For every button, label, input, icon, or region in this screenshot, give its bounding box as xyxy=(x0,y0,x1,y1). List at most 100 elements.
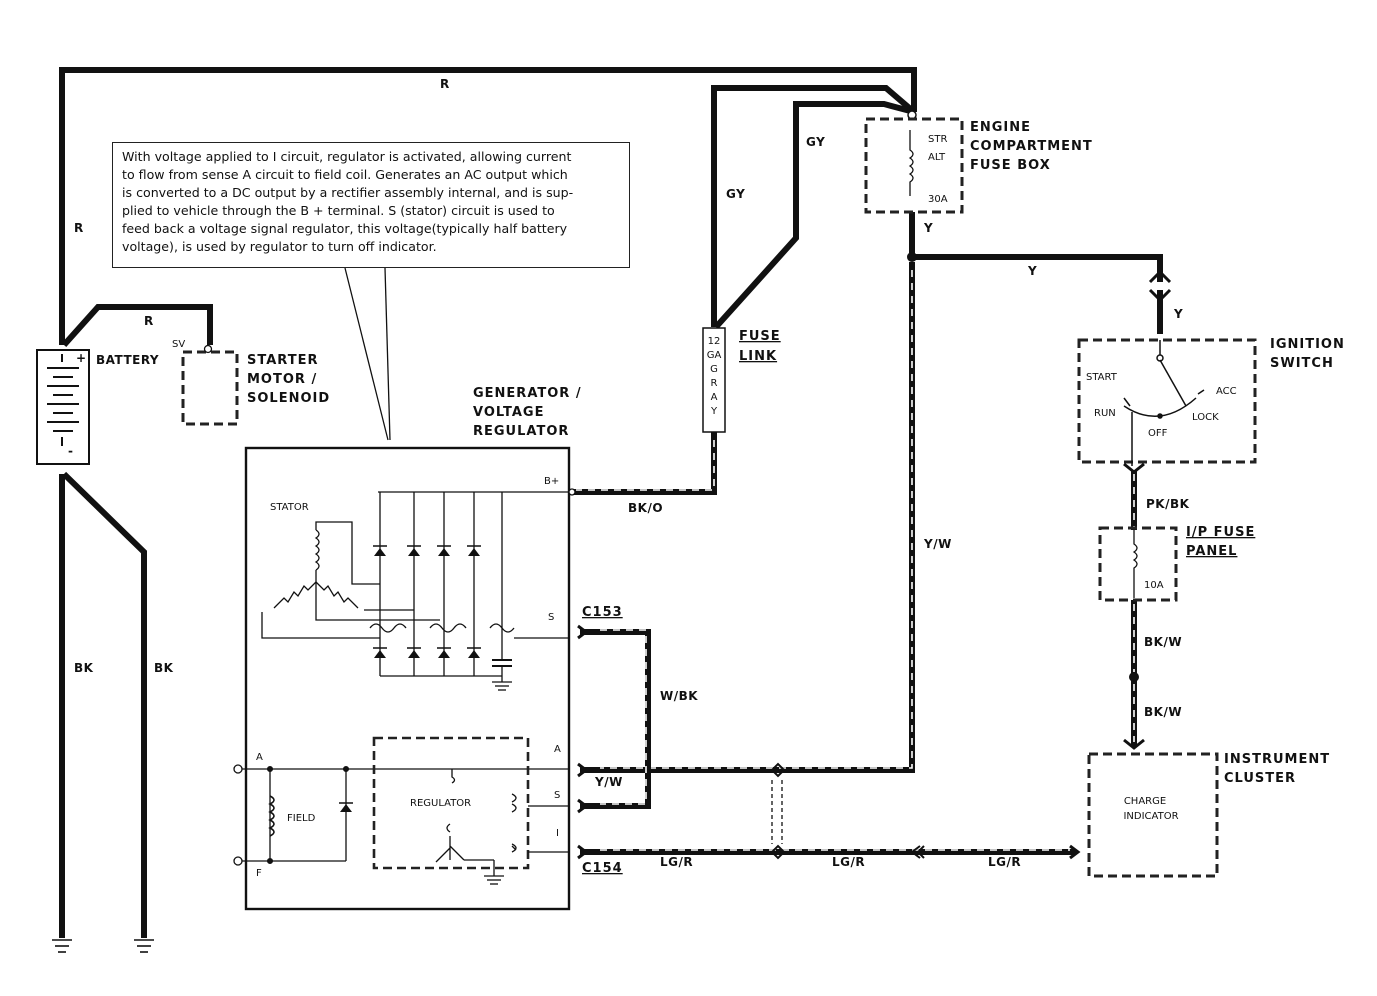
wire-gy-fuse-box-to-fuse-link xyxy=(711,85,916,330)
note-callout-pointer xyxy=(344,267,391,441)
starter-label-line-1: STARTER xyxy=(247,353,318,368)
wire-bk-battery-grounds xyxy=(59,471,147,938)
fuse-str-label: STR xyxy=(928,134,947,145)
wire-label-bk-left: BK xyxy=(74,661,94,675)
stator-winding-icon xyxy=(261,521,570,639)
battery-plus-label: + xyxy=(76,351,87,365)
generator-label-line-1: GENERATOR / xyxy=(473,386,582,401)
fuse-link-body-3: G xyxy=(710,364,718,375)
note-line-5: feed back a voltage signal regulator, th… xyxy=(122,221,568,236)
capacitor-icon xyxy=(492,659,512,691)
wire-label-y-fuse-box: Y xyxy=(923,221,933,235)
fuse-30a-label: 30A xyxy=(928,194,948,205)
wire-label-bkw-lower: BK/W xyxy=(1144,705,1182,719)
ground-icon xyxy=(52,939,72,953)
connector-c154-label: C154 xyxy=(582,861,623,876)
wire-label-lgr-1: LG/R xyxy=(660,855,693,869)
splice-dot-bkw xyxy=(1129,672,1139,682)
note-line-4: plied to vehicle through the B + termina… xyxy=(122,203,555,218)
fuse-link-body-4: R xyxy=(711,378,718,389)
b-plus-terminal-label: B+ xyxy=(544,476,559,487)
note-line-3: is converted to a DC output by a rectifi… xyxy=(122,185,574,200)
wire-label-y-ignition: Y xyxy=(1173,307,1183,321)
wire-label-lgr-2: LG/R xyxy=(832,855,865,869)
generator-voltage-regulator: B+ STATOR xyxy=(233,446,576,911)
field-label: FIELD xyxy=(287,813,316,824)
connector-c153-label: C153 xyxy=(582,605,623,620)
instrument-cluster-label-line-2: CLUSTER xyxy=(1224,771,1296,786)
regulator-transistor-icon xyxy=(435,769,570,885)
ignition-run-label: RUN xyxy=(1094,408,1116,419)
f-terminal-label: F xyxy=(256,868,262,879)
generator-label-line-3: REGULATOR xyxy=(473,424,569,439)
fuse-box-label-line-3: FUSE BOX xyxy=(970,158,1051,173)
wire-bko-fuse-link-to-generator xyxy=(572,432,717,495)
wire-r-battery-to-fuse-box xyxy=(59,67,917,345)
note-line-1: With voltage applied to I circuit, regul… xyxy=(122,149,572,164)
ignition-switch-label-line-2: SWITCH xyxy=(1270,356,1334,371)
starter-label-line-3: SOLENOID xyxy=(247,391,330,406)
wire-label-pkbk: PK/BK xyxy=(1146,497,1190,511)
starter-label-line-2: MOTOR / xyxy=(247,372,317,387)
fuse-box-label-line-1: ENGINE xyxy=(970,120,1031,135)
instrument-cluster-label-line-1: INSTRUMENT xyxy=(1224,752,1330,767)
fuse-link-body-2: GA xyxy=(707,350,722,361)
fuse-link-label-line-2: LINK xyxy=(739,349,777,364)
charge-indicator-line-1: CHARGE xyxy=(1124,796,1166,807)
wire-label-wbk: W/BK xyxy=(660,689,698,703)
field-coil-icon xyxy=(268,795,275,837)
ip-fuse-panel: 10A xyxy=(1098,526,1178,602)
explanation-note: With voltage applied to I circuit, regul… xyxy=(112,142,630,268)
battery: + - xyxy=(36,349,90,465)
note-line-6: voltage), is used by regulator to turn o… xyxy=(122,239,437,254)
fuse-link-body-6: Y xyxy=(710,406,718,417)
wire-label-gy-upper: GY xyxy=(806,135,825,149)
wire-label-y-horizontal: Y xyxy=(1027,264,1037,278)
ip-fuse-panel-label-line-2: PANEL xyxy=(1186,544,1237,559)
wire-label-gy-lower: GY xyxy=(726,187,745,201)
rectifier-diode-icons xyxy=(373,545,481,658)
battery-minus-label: - xyxy=(68,444,73,458)
wire-label-bkw-upper: BK/W xyxy=(1144,635,1182,649)
fuse-link-body-1: 12 xyxy=(708,336,721,347)
ignition-off-label: OFF xyxy=(1148,428,1168,439)
generator-label-line-2: VOLTAGE xyxy=(473,405,545,420)
a-terminal-label-left: A xyxy=(256,752,263,763)
ignition-switch-label-line-1: IGNITION xyxy=(1270,337,1345,352)
a-terminal-label-right: A xyxy=(554,744,561,755)
battery-label: BATTERY xyxy=(96,353,159,367)
ip-fuse-panel-label-line-1: I/P FUSE xyxy=(1186,525,1255,540)
wire-label-lgr-3: LG/R xyxy=(988,855,1021,869)
i-terminal-label: I xyxy=(556,828,559,839)
stator-label: STATOR xyxy=(270,502,309,513)
ground-icon xyxy=(134,939,154,953)
fuse-link-body-5: A xyxy=(711,392,718,403)
ignition-start-label: START xyxy=(1086,372,1118,383)
wire-lgr-charge-indicator xyxy=(580,849,1076,855)
fuse-link: 12 GA G R A Y xyxy=(702,327,726,433)
instrument-cluster: CHARGE INDICATOR xyxy=(1087,752,1219,878)
charge-indicator-line-2: INDICATOR xyxy=(1123,811,1178,822)
s-terminal-label-lower: S xyxy=(554,790,560,801)
s-terminal-label-upper: S xyxy=(548,612,554,623)
wire-r-battery-to-starter xyxy=(61,304,213,348)
starter-motor-solenoid: SV xyxy=(172,339,239,426)
inline-connector-ticks xyxy=(577,110,1172,860)
wire-label-yw-vertical: Y/W xyxy=(923,537,952,551)
wire-label-r-top: R xyxy=(440,77,450,91)
fuse-alt-label: ALT xyxy=(928,152,946,163)
ignition-acc-label: ACC xyxy=(1216,386,1237,397)
ignition-switch: START RUN OFF LOCK ACC xyxy=(1077,338,1257,466)
fuse-box-label-line-2: COMPARTMENT xyxy=(970,139,1093,154)
starter-sv-label: SV xyxy=(172,339,185,350)
wire-label-bko: BK/O xyxy=(628,501,663,515)
wire-label-bk-right: BK xyxy=(154,661,174,675)
fuse-10a-label: 10A xyxy=(1144,580,1164,591)
splice-dot-y xyxy=(907,252,917,262)
regulator-label: REGULATOR xyxy=(410,798,471,809)
wire-yw-to-generator xyxy=(580,262,915,773)
ignition-lock-label: LOCK xyxy=(1192,412,1219,423)
wire-label-r-starter: R xyxy=(144,314,154,328)
wire-label-r-left: R xyxy=(74,221,84,235)
field-diode-icon xyxy=(339,802,353,812)
